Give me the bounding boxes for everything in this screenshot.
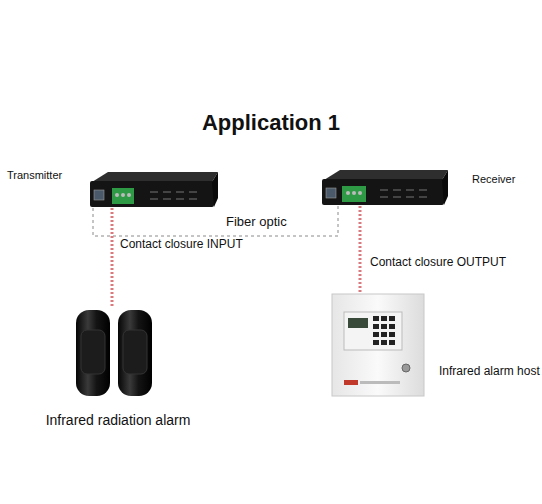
fiber-optic-link (93, 206, 338, 236)
brand-strip (360, 381, 400, 384)
screw (127, 193, 131, 197)
receiver-device (322, 170, 448, 205)
device-side (442, 170, 448, 205)
device-top (324, 170, 448, 180)
cabinet-body (332, 294, 424, 396)
contact-wire (111, 208, 114, 308)
screw (352, 191, 356, 195)
detector-lens (81, 330, 105, 374)
diagram-title: Application 1 (0, 110, 542, 136)
node-label: Infrared alarm host (439, 364, 540, 378)
terminal-block (342, 186, 366, 202)
vent-slots (150, 192, 197, 199)
node-label: Infrared radiation alarm (30, 412, 206, 428)
receiver-box: Receiver (322, 170, 448, 206)
device-side (212, 172, 218, 207)
keypad (373, 316, 395, 345)
device-body (322, 179, 444, 205)
screw (115, 193, 119, 197)
device-top (92, 172, 218, 182)
detector-post (118, 310, 152, 396)
contact-wire (359, 206, 362, 294)
cabinet-panel (344, 312, 402, 350)
lcd-display (348, 318, 368, 328)
transmitter-device (90, 172, 218, 207)
key-lock (402, 364, 410, 372)
fiber-port (94, 190, 104, 200)
node-label: Receiver (472, 173, 515, 185)
transmitter-box: Transmitter (90, 172, 218, 208)
screw (346, 191, 350, 195)
alarm-host-box: Infrared alarm host (332, 294, 424, 396)
detector-lens (123, 330, 147, 374)
edge-label: Contact closure OUTPUT (370, 255, 506, 269)
detector-post (76, 310, 110, 396)
detector-node: Infrared radiation alarm (30, 308, 206, 434)
fiber-port (326, 188, 336, 198)
alarm-cabinet (332, 294, 424, 396)
screw (358, 191, 362, 195)
node-label: Transmitter (7, 169, 62, 181)
screw (121, 193, 125, 197)
brand-logo (344, 380, 358, 385)
edge-label: Fiber optic (226, 214, 287, 229)
vent-slots (380, 190, 427, 197)
infrared-detectors (76, 310, 152, 396)
device-body (90, 181, 214, 207)
edge-label: Contact closure INPUT (120, 237, 243, 251)
terminal-block (112, 188, 134, 204)
